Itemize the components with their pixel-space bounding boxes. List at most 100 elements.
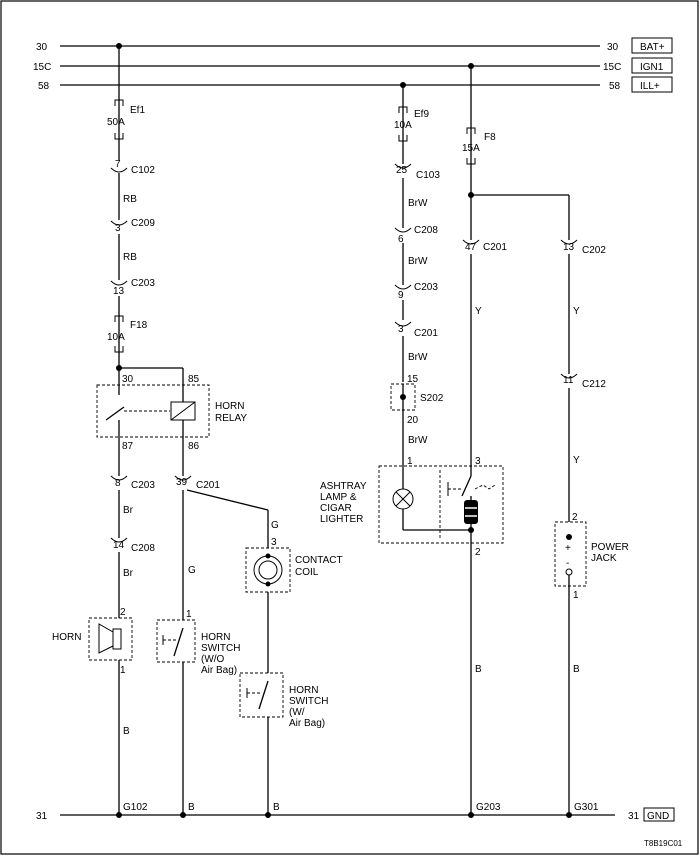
horn-relay-label-1: HORN <box>215 401 244 412</box>
lighter-circuit: Ef9 10A 25 C103 BrW 6 C208 BrW 9 C203 3 … <box>320 63 569 818</box>
fuse-ef9-name: Ef9 <box>414 109 429 120</box>
ground-dot <box>265 812 271 818</box>
connector-c103-symbol <box>394 163 412 169</box>
wire-color-b: B <box>573 664 580 675</box>
connector-c202-pin: 13 <box>563 242 575 253</box>
connector-c102-pin: 7 <box>115 159 121 170</box>
fuse-ef9-rating: 10A <box>394 120 412 131</box>
horn-box <box>88 617 133 661</box>
connector-c202-symbol <box>560 239 578 245</box>
fuse-f8-name: F8 <box>484 132 496 143</box>
ground-dot-g102 <box>116 812 122 818</box>
ground-g203-label: G203 <box>476 802 501 813</box>
wire-color-b-right: B <box>273 802 280 813</box>
contact-coil-icon <box>253 555 283 585</box>
ground-dot <box>180 812 186 818</box>
wire-color-brw-3: BrW <box>408 352 428 363</box>
ashtray-lighter-box <box>378 465 504 544</box>
connector-c212-symbol <box>560 373 578 379</box>
bus-gnd: 31 31 GND <box>36 807 675 822</box>
bus-gnd-left-label: 31 <box>36 811 48 822</box>
connector-c203b-pin: 8 <box>115 478 121 489</box>
relay-pin-86: 86 <box>188 441 200 452</box>
horn-switch-woab-label-3: (W/O <box>201 654 225 665</box>
relay-pin-85: 85 <box>188 374 200 385</box>
splice-s202-pin-top: 15 <box>407 374 419 385</box>
connector-c203-pin: 9 <box>398 290 404 301</box>
wire-color-g-right: G <box>271 520 279 531</box>
fuse-f18-symbol <box>114 315 124 322</box>
horn-switch-wab-label-3: (W/ <box>289 707 305 718</box>
contact-coil-label-1: CONTACT <box>295 555 343 566</box>
ashtray-label-2: LAMP & <box>320 492 357 503</box>
connector-c203-label: C203 <box>131 278 155 289</box>
connector-c203b-symbol <box>110 475 128 481</box>
bus-ign: 15C 15C IGN1 <box>33 57 673 74</box>
horn-switch-wab-label-1: HORN <box>289 685 318 696</box>
bus-bat-tag-box <box>631 37 673 54</box>
connector-c203b-label: C203 <box>131 480 155 491</box>
bus-ign-right-label: 15C <box>603 62 621 73</box>
ashtray-label-4: LIGHTER <box>320 514 363 525</box>
horn-switch-woab-label-1: HORN <box>201 632 230 643</box>
horn-switch-wab-contact <box>258 680 269 710</box>
ashtray-label-1: ASHTRAY <box>320 481 367 492</box>
power-jack-box <box>554 521 587 587</box>
connector-c201-symbol <box>394 321 412 327</box>
wire-color-brw-2: BrW <box>408 256 428 267</box>
splice-s202-pin-bottom: 20 <box>407 415 419 426</box>
relay-switch-contact <box>105 406 125 421</box>
horn-switch-wab-label-2: SWITCH <box>289 696 328 707</box>
horn-switch-woab-contact <box>173 627 184 657</box>
bus-bat: 30 30 BAT+ <box>36 37 673 54</box>
wire-color-b-left: B <box>188 802 195 813</box>
connector-c201-pin: 39 <box>176 477 188 488</box>
wire-color-y: Y <box>475 306 482 317</box>
connector-c208-label: C208 <box>131 543 155 554</box>
ground-dot-g301 <box>566 812 572 818</box>
wire-color-br-1: Br <box>123 505 134 516</box>
horn-circuit: Ef1 50A 7 C102 RB 3 C209 RB 13 C203 F18 … <box>52 43 247 818</box>
bus-bat-left-label: 30 <box>36 42 48 53</box>
bus-ill-left-label: 58 <box>38 81 50 92</box>
horn-relay-box <box>96 384 210 438</box>
relay-pin-87: 87 <box>122 441 134 452</box>
power-jack-circuit: 13 C202 Y 11 C212 Y 2 + - POWER JACK 1 B… <box>554 195 629 818</box>
connector-c208-pin: 6 <box>398 234 404 245</box>
horn-switch-woab-label-2: SWITCH <box>201 643 240 654</box>
wire-color-brw-1: BrW <box>408 198 428 209</box>
wire-color-b: B <box>475 664 482 675</box>
connector-c102-symbol <box>110 167 128 173</box>
lighter-pin-bottom: 2 <box>475 547 481 558</box>
bus-ill-right-label: 58 <box>609 81 621 92</box>
ashtray-label-3: CIGAR <box>320 503 352 514</box>
connector-c201-symbol <box>174 475 192 481</box>
wire-color-brw-4: BrW <box>408 435 428 446</box>
connector-c201-pin: 3 <box>398 324 404 335</box>
lighter-switch-contact <box>461 475 472 497</box>
power-jack-label-1: POWER <box>591 542 629 553</box>
fuse-ef9-symbol <box>398 106 408 113</box>
splice-s202-label: S202 <box>420 393 444 404</box>
power-jack-negative-terminal <box>565 568 573 576</box>
connector-c208-symbol <box>394 227 412 233</box>
splice-dot <box>400 394 406 400</box>
connector-c209-pin: 3 <box>115 223 121 234</box>
bus-gnd-tag-box <box>643 807 675 822</box>
wire-color-b: B <box>123 726 130 737</box>
bus-bat-right-label: 30 <box>607 42 619 53</box>
power-jack-pin-2: 2 <box>572 512 578 523</box>
connector-c102-label: C102 <box>131 165 155 176</box>
connector-c209-label: C209 <box>131 218 155 229</box>
power-jack-label-2: JACK <box>591 553 617 564</box>
horn-switch-woab-pin: 1 <box>186 609 192 620</box>
fuse-ef1-rating: 50A <box>107 117 125 128</box>
connector-c201-label: C201 <box>196 480 220 491</box>
connector-c209-symbol <box>110 220 128 226</box>
connector-c103-pin: 25 <box>396 165 408 176</box>
bus-gnd-tag: GND <box>647 811 669 822</box>
horn-pin-2: 2 <box>120 607 126 618</box>
